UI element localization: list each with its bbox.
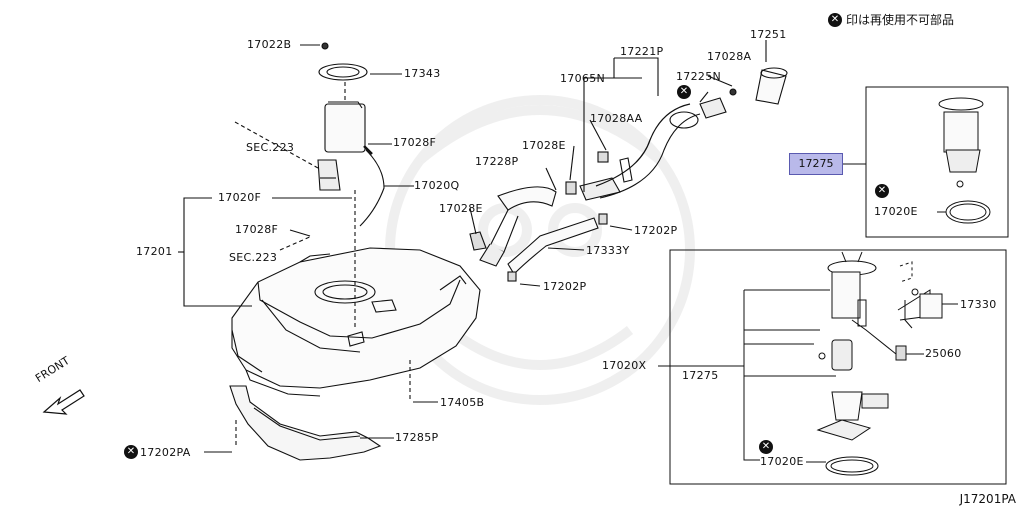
nonreusable-x-icon: ✕: [124, 445, 138, 459]
part-label-17028e-a[interactable]: 17028E: [522, 139, 566, 152]
part-label-sec223-a[interactable]: SEC.223: [246, 141, 295, 154]
fuel-tank: [231, 247, 481, 397]
x-circle-icon: ✕: [828, 12, 842, 27]
diagram-code: J17201PA: [959, 492, 1016, 506]
nonreusable-x-icon: ✕: [677, 85, 691, 99]
part-label-17028e-b[interactable]: 17028E: [439, 202, 483, 215]
part-label-17065n[interactable]: 17065N: [560, 72, 606, 85]
part-label-17405b[interactable]: 17405B: [440, 396, 485, 409]
part-label-17333y[interactable]: 17333Y: [586, 244, 630, 257]
part-label-17022b[interactable]: 17022B: [247, 38, 292, 51]
part-label-17251[interactable]: 17251: [750, 28, 787, 41]
highlighted-part-17275[interactable]: 17275: [789, 153, 843, 175]
part-label-17202p-b[interactable]: 17202P: [543, 280, 587, 293]
part-label-17225n[interactable]: 17225N: [676, 70, 722, 83]
part-label-17202pa[interactable]: 17202PA: [140, 446, 191, 459]
part-label-25060[interactable]: 25060: [925, 347, 962, 360]
part-label-17330[interactable]: 17330: [960, 298, 997, 311]
part-label-sec223-b[interactable]: SEC.223: [229, 251, 278, 264]
pump-module-left: [317, 42, 368, 191]
part-label-17228p[interactable]: 17228P: [475, 155, 519, 168]
legend: ✕ 印は再使用不可部品: [828, 11, 954, 28]
heat-shield: [229, 385, 382, 461]
part-label-17020q[interactable]: 17020Q: [414, 179, 460, 192]
nonreusable-x-icon: ✕: [759, 440, 773, 454]
nonreusable-x-icon: ✕: [875, 184, 889, 198]
leader-lines-left: [178, 44, 438, 453]
part-label-17202p-a[interactable]: 17202P: [634, 224, 678, 237]
part-label-17028f-a[interactable]: 17028F: [393, 136, 437, 149]
part-label-17028aa[interactable]: 17028AA: [590, 112, 643, 125]
inset-box-upper: [843, 86, 1009, 238]
inset-box-lower: [658, 249, 1007, 485]
part-label-17020f[interactable]: 17020F: [218, 191, 262, 204]
part-label-17221p[interactable]: 17221P: [620, 45, 664, 58]
legend-text: 印は再使用不可部品: [846, 13, 955, 27]
part-label-17275-b[interactable]: 17275: [682, 369, 719, 382]
front-arrow-icon: [42, 389, 85, 415]
part-label-17028f-b[interactable]: 17028F: [235, 223, 279, 236]
leader-lines-center: [469, 40, 767, 287]
guide-lines-left: [234, 82, 411, 448]
part-label-17201[interactable]: 17201: [136, 245, 173, 258]
fuel-cap: [729, 67, 788, 105]
part-label-17020x[interactable]: 17020X: [602, 359, 647, 372]
part-label-17020e-a[interactable]: 17020E: [874, 205, 918, 218]
part-label-17020e-b[interactable]: 17020E: [760, 455, 804, 468]
part-label-17285p[interactable]: 17285P: [395, 431, 439, 444]
hose-17020q: [359, 149, 385, 227]
part-label-17028a[interactable]: 17028A: [707, 50, 752, 63]
part-label-17343[interactable]: 17343: [404, 67, 441, 80]
filler-hoses: [469, 97, 727, 282]
